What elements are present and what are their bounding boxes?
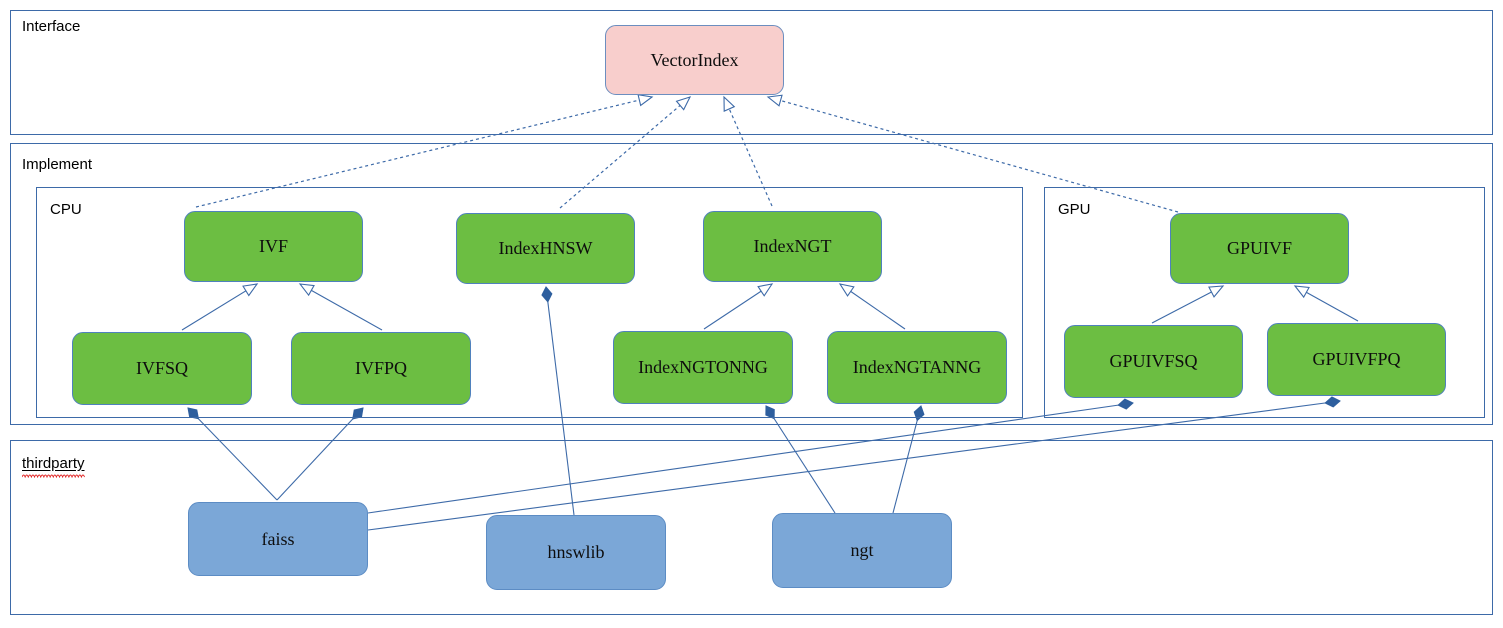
class-node-ivfsq[interactable]: IVFSQ	[72, 332, 252, 405]
group-label-interface: Interface	[22, 18, 81, 35]
class-node-ivf[interactable]: IVF	[184, 211, 363, 282]
group-container-cpu	[36, 187, 1023, 418]
class-node-label: IndexHNSW	[498, 238, 593, 258]
class-node-label: IVFPQ	[354, 358, 407, 378]
class-node-gpuivfpq[interactable]: GPUIVFPQ	[1267, 323, 1446, 396]
class-node-indexhnsw[interactable]: IndexHNSW	[456, 213, 635, 284]
class-node-indexngtonng[interactable]: IndexNGTONNG	[613, 331, 793, 404]
group-container-implement	[10, 143, 1493, 425]
class-node-ivfpq[interactable]: IVFPQ	[291, 332, 471, 405]
spellcheck-squiggle-icon	[22, 474, 85, 478]
class-node-label: GPUIVF	[1226, 238, 1292, 258]
class-node-faiss[interactable]: faiss	[188, 502, 368, 576]
class-node-label: VectorIndex	[650, 49, 739, 70]
class-node-label: IndexNGT	[753, 236, 832, 256]
group-label-thirdparty: thirdparty	[22, 456, 85, 478]
class-node-label: faiss	[261, 528, 295, 549]
class-node-gpuivfsq[interactable]: GPUIVFSQ	[1064, 325, 1243, 398]
class-node-indexngtanng[interactable]: IndexNGTANNG	[827, 331, 1007, 404]
class-node-label: GPUIVFSQ	[1109, 351, 1198, 371]
class-node-label: IndexNGTONNG	[638, 357, 768, 377]
class-node-label: GPUIVFPQ	[1312, 349, 1401, 369]
group-container-interface	[10, 10, 1493, 135]
class-node-ngt[interactable]: ngt	[772, 513, 952, 588]
class-node-hnswlib[interactable]: hnswlib	[486, 515, 666, 590]
class-node-indexngt[interactable]: IndexNGT	[703, 211, 882, 282]
class-node-label: IVFSQ	[135, 358, 188, 378]
group-container-thirdparty	[10, 440, 1493, 615]
class-node-label: IndexNGTANNG	[852, 357, 982, 377]
class-node-label: hnswlib	[547, 542, 605, 562]
group-label-cpu: CPU	[50, 201, 82, 218]
class-node-label: IVF	[258, 236, 288, 256]
group-container-gpu	[1044, 187, 1485, 418]
class-node-gpuivf[interactable]: GPUIVF	[1170, 213, 1349, 284]
group-label-gpu: GPU	[1058, 201, 1091, 218]
class-node-label: ngt	[850, 540, 874, 560]
group-label-implement: Implement	[22, 156, 93, 173]
class-node-vectorindex[interactable]: VectorIndex	[605, 25, 784, 95]
